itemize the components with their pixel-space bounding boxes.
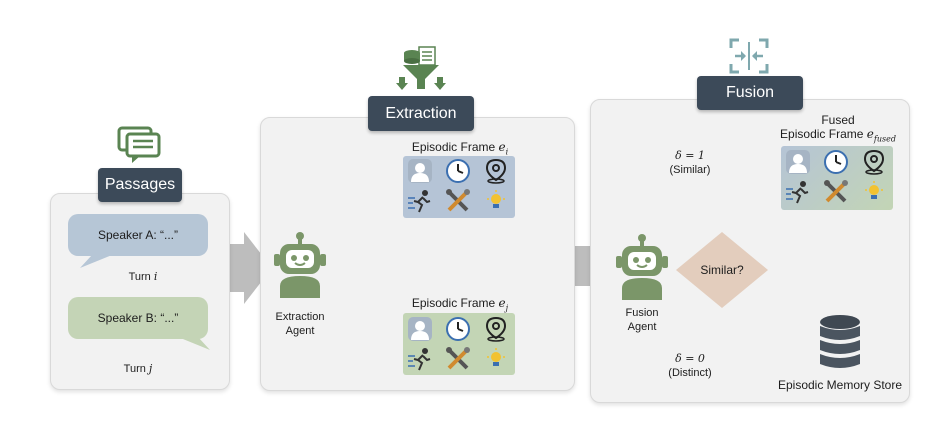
- running-icon: [407, 188, 433, 214]
- person-icon: [785, 149, 811, 175]
- turn-j-label: Turn j: [123, 362, 153, 375]
- location-pin-icon: [861, 149, 887, 175]
- extraction-agent-label: Extraction Agent: [275, 311, 325, 337]
- running-icon: [407, 346, 433, 372]
- speaker-b-bubble: Speaker B: “...”: [68, 297, 208, 339]
- speaker-b-text: Speaker B: “...”: [97, 311, 179, 325]
- tools-icon: [445, 346, 471, 372]
- speaker-a-text: Speaker A: “...”: [97, 228, 179, 242]
- clock-icon: [823, 149, 849, 175]
- running-icon: [785, 179, 811, 205]
- extraction-header: Extraction: [368, 96, 474, 131]
- lightbulb-icon: [483, 346, 509, 372]
- delta-distinct-label: δ = 0 (Distinct): [668, 352, 712, 379]
- episodic-memory-store-label: Episodic Memory Store: [777, 378, 903, 392]
- fused-frame-title: Fused Episodic Frame efused: [780, 113, 896, 144]
- episodic-frame-i-title: Episodic Frame ei: [411, 140, 509, 157]
- person-icon: [407, 316, 433, 342]
- database-icon: [818, 314, 862, 372]
- fusion-agent-robot-icon: [614, 234, 670, 300]
- passages-header: Passages: [98, 168, 182, 202]
- extraction-agent-robot-icon: [272, 232, 328, 298]
- delta-similar-label: δ = 1 (Similar): [669, 149, 711, 176]
- tools-icon: [445, 188, 471, 214]
- message-icon: [117, 126, 161, 163]
- funnel-icon: [396, 45, 446, 93]
- similar-decision-label: Similar?: [700, 263, 744, 277]
- episodic-frame-j-title: Episodic Frame ej: [411, 296, 509, 313]
- clock-icon: [445, 316, 471, 342]
- turn-i-label: Turn i: [128, 270, 158, 283]
- tools-icon: [823, 179, 849, 205]
- speaker-a-bubble: Speaker A: “...”: [68, 214, 208, 256]
- lightbulb-icon: [861, 179, 887, 205]
- fusion-header: Fusion: [697, 76, 803, 110]
- location-pin-icon: [483, 158, 509, 184]
- lightbulb-icon: [483, 188, 509, 214]
- clock-icon: [445, 158, 471, 184]
- fusion-agent-label: Fusion Agent: [625, 307, 659, 333]
- compress-icon: [729, 38, 769, 74]
- location-pin-icon: [483, 316, 509, 342]
- person-icon: [407, 158, 433, 184]
